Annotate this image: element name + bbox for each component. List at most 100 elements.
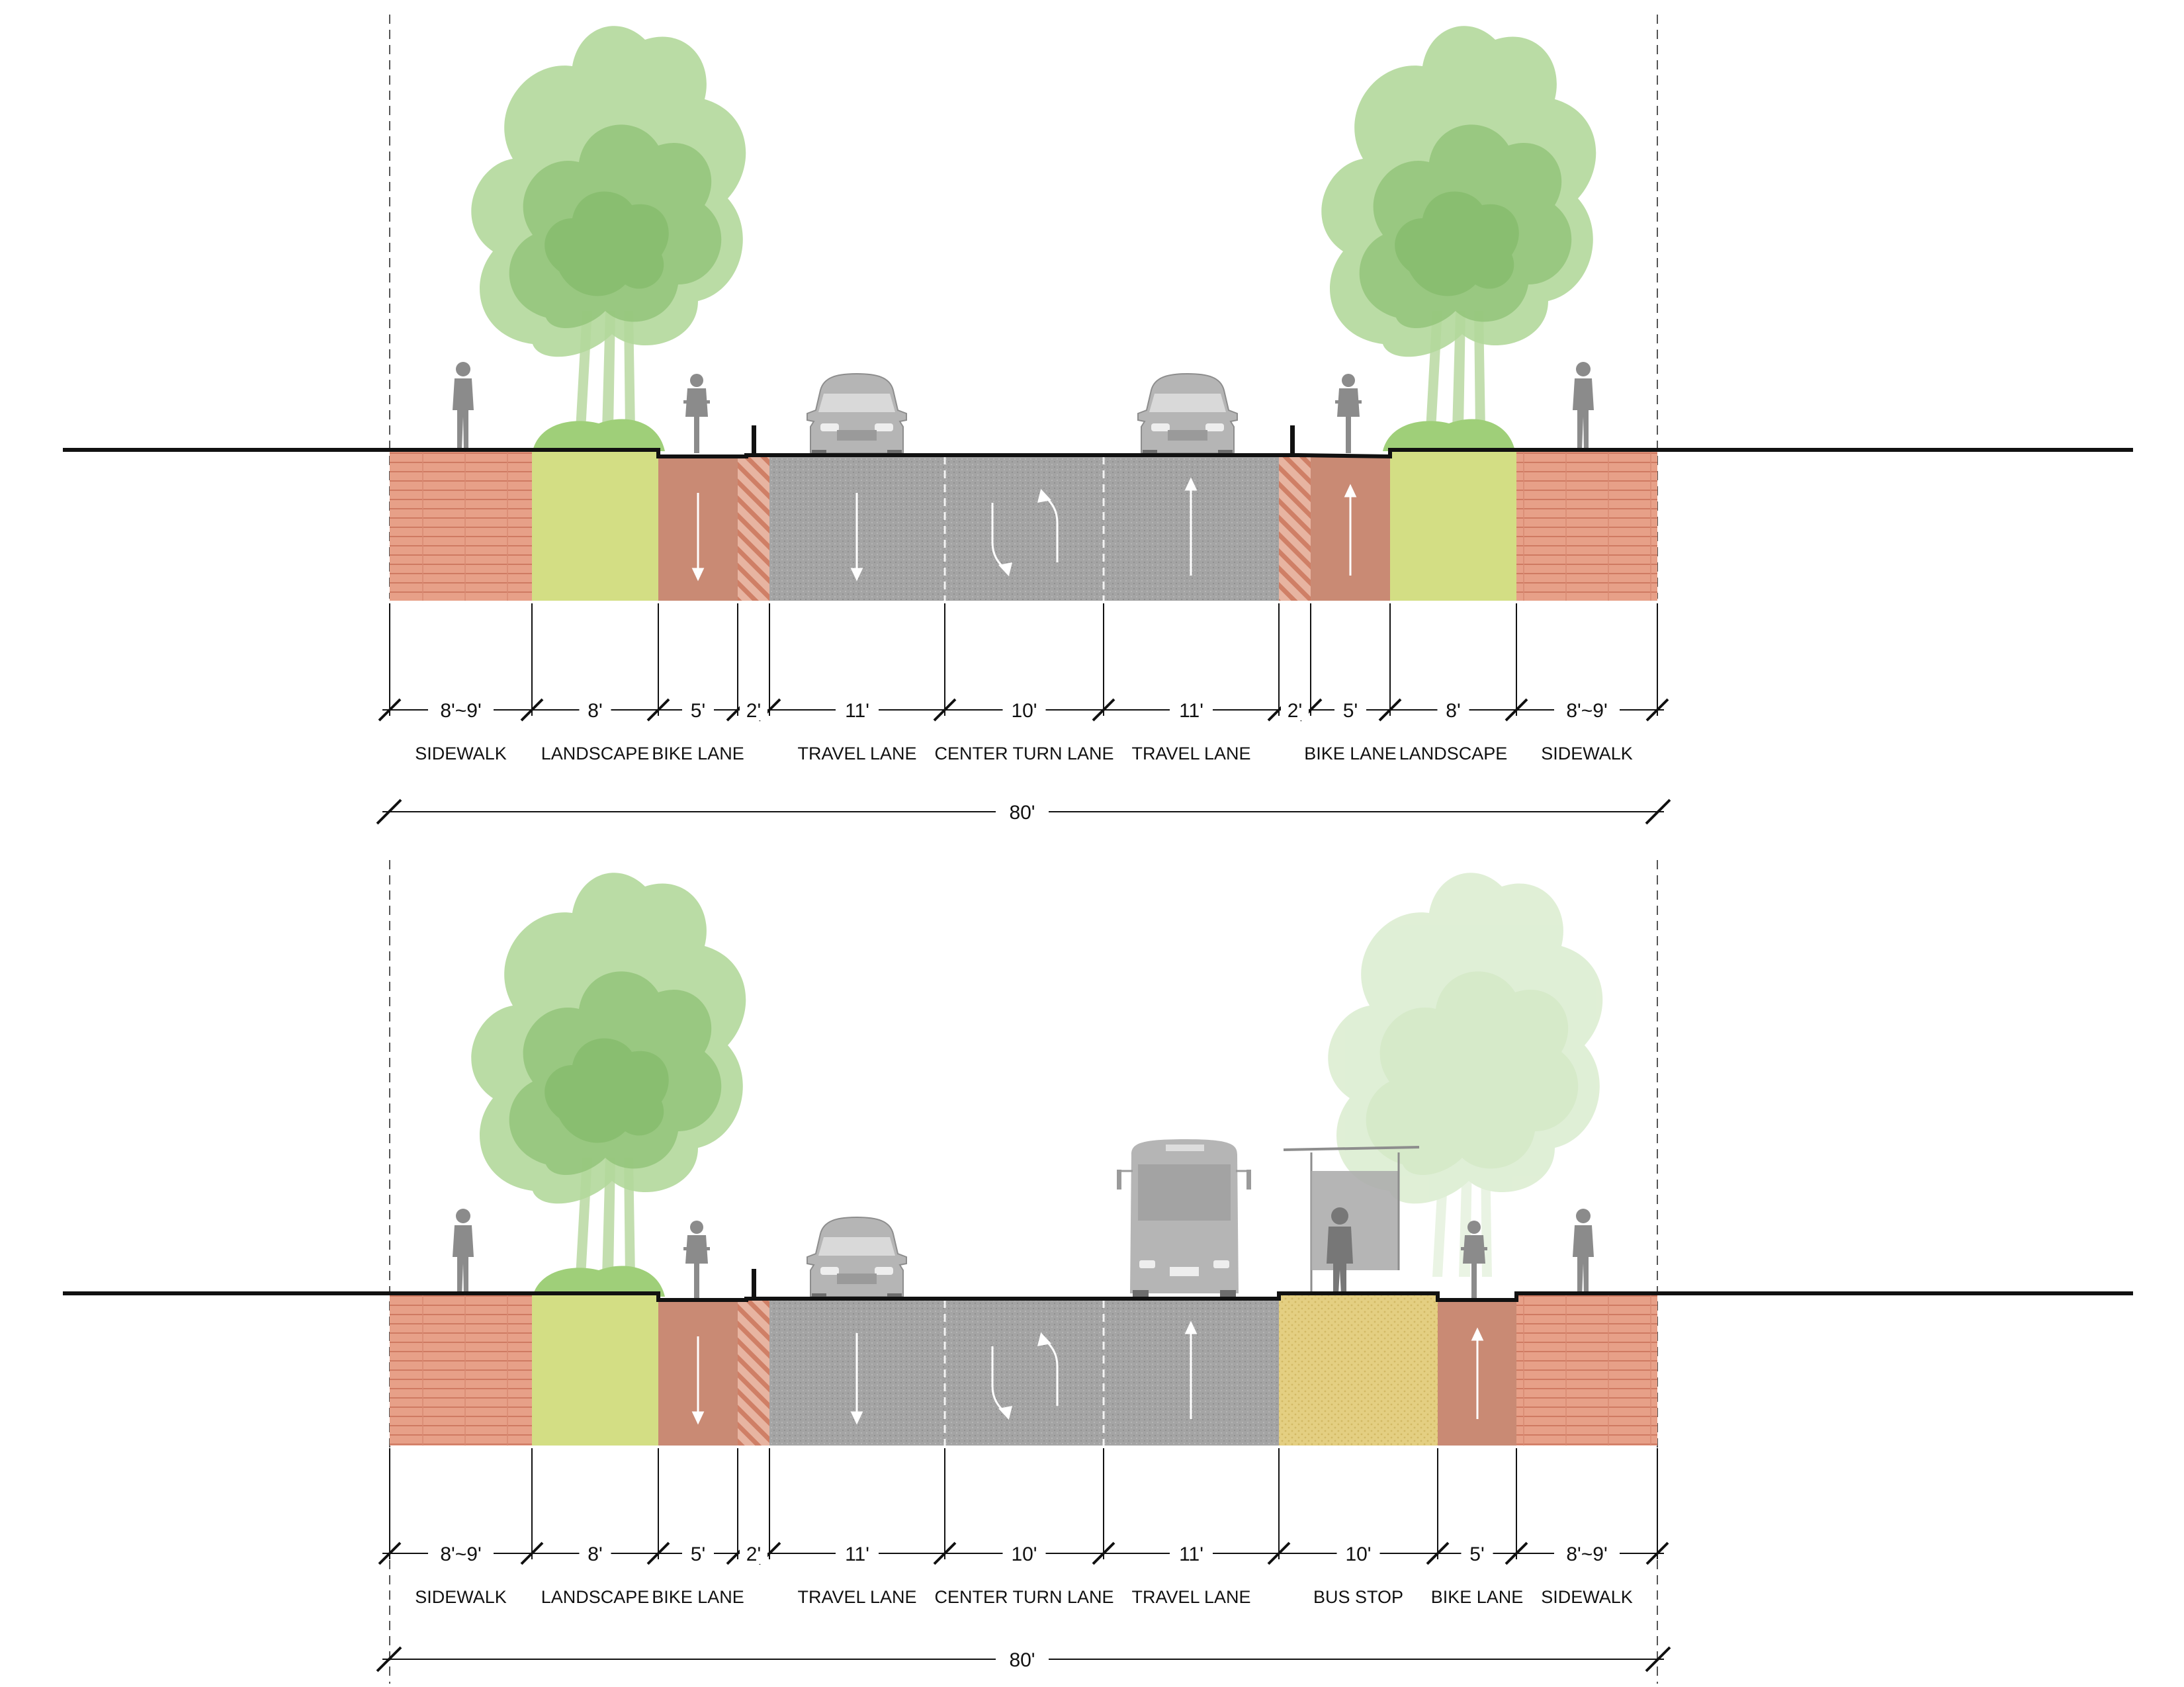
- dimension-label-bg: [1170, 698, 1213, 720]
- segment-width-label: 10': [1011, 1543, 1037, 1565]
- segment-width-label: 8': [588, 1543, 602, 1565]
- turn-arrow-icon: [1037, 488, 1059, 562]
- segment-width-label: 10': [1345, 1543, 1371, 1565]
- segment-width-label: 2': [746, 1543, 761, 1565]
- cyclist-icon: [1461, 1221, 1487, 1300]
- sidewalk-strip: [390, 450, 532, 601]
- lane-arrow-up-icon: [1184, 477, 1198, 576]
- segment-name-label: TRAVEL LANE: [797, 744, 916, 763]
- dimension-label-bg: [579, 1541, 611, 1564]
- landscape-strip: [1390, 450, 1516, 601]
- segment-width-label: 8'~9': [1566, 700, 1607, 722]
- center-turn-lane-strip: [945, 1300, 1104, 1446]
- lane-arrow-up-icon: [1184, 1320, 1198, 1419]
- segment-name-label: BIKE LANE: [1431, 1587, 1524, 1607]
- dimension-label-bg: [682, 1541, 714, 1564]
- segment-name-label: BIKE LANE: [652, 744, 744, 763]
- segment-width-label: 8': [1446, 700, 1460, 722]
- pedestrian-icon: [1573, 1209, 1594, 1295]
- segment-width-label: 8'~9': [1566, 1543, 1607, 1565]
- dimension-label-bg: [836, 698, 879, 720]
- segment-width-label: 5': [691, 1543, 705, 1565]
- total-tick-left: [376, 1646, 402, 1672]
- bollard-icon: [752, 1269, 756, 1299]
- bollard-icon: [752, 425, 756, 455]
- ground-line: [63, 1291, 2133, 1302]
- dimension-labels: 8'~9'8'5'2'11'10'11'2'5'8'8'~9': [428, 698, 1620, 722]
- cyclist-icon: [683, 374, 710, 453]
- segment-width-label: 2': [746, 700, 761, 722]
- dimension-label-bg: [1554, 698, 1620, 720]
- dimension-label-bg: [1336, 1541, 1380, 1564]
- bus-icon: [1117, 1139, 1251, 1299]
- lane-arrow-up-icon: [1471, 1327, 1484, 1419]
- car-icon: [807, 372, 907, 463]
- dimension-label-bg: [682, 698, 714, 720]
- segment-name-label: LANDSCAPE: [1399, 744, 1508, 763]
- car-icon: [807, 1216, 907, 1307]
- sidewalk-strip: [1516, 1293, 1657, 1446]
- ground-line: [63, 448, 2133, 459]
- lane-arrow-down-icon: [850, 1333, 863, 1425]
- segment-name-label: CENTER TURN LANE: [934, 744, 1114, 763]
- segment-name-label: SIDEWALK: [1541, 744, 1633, 763]
- dimension-label-bg: [579, 698, 611, 720]
- dimension-label-bg: [1281, 698, 1309, 720]
- bollard-icon: [1290, 425, 1295, 455]
- car-icon: [1137, 372, 1238, 463]
- lane-arrow-up-icon: [1344, 484, 1357, 576]
- bus-shelter-icon: [1283, 1146, 1420, 1293]
- dimension-label-bg: [1002, 698, 1046, 720]
- bus-stop-strip: [1279, 1293, 1438, 1446]
- sidewalk-strip: [390, 1293, 532, 1446]
- segment-name-label: CENTER TURN LANE: [934, 1587, 1114, 1607]
- segment-width-label: 5': [1343, 700, 1358, 722]
- segment-width-label: 10': [1011, 700, 1037, 722]
- segment-name-label: LANDSCAPE: [541, 1587, 650, 1607]
- dimension-label-bg: [740, 698, 767, 720]
- total-width-label: 80': [1009, 802, 1035, 824]
- landscape-strip: [532, 1293, 658, 1446]
- segment-name-label: TRAVEL LANE: [1131, 744, 1250, 763]
- center-turn-lane-strip: [945, 456, 1104, 601]
- turn-arrow-icon: [1037, 1332, 1059, 1406]
- total-width-label: 80': [1009, 1649, 1035, 1671]
- buffer-strip: [738, 1300, 769, 1446]
- tree-icon: [471, 26, 746, 451]
- segment-name-label: BIKE LANE: [1304, 744, 1397, 763]
- dimension-label-bg: [1170, 1541, 1213, 1564]
- segment-width-label: 5': [1469, 1543, 1484, 1565]
- lane-arrow-down-icon: [850, 493, 863, 582]
- segment-width-label: 8'~9': [440, 700, 481, 722]
- segment-width-label: 5': [691, 700, 705, 722]
- pedestrian-icon: [453, 1209, 474, 1295]
- dimension-label-bg: [428, 1541, 494, 1564]
- segment-name-label: TRAVEL LANE: [1131, 1587, 1250, 1607]
- cyclist-icon: [683, 1221, 710, 1300]
- sidewalk-strip: [1516, 450, 1657, 601]
- turn-arrow-icon: [991, 1346, 1013, 1420]
- lane-arrow-down-icon: [691, 1336, 705, 1425]
- pedestrian-icon: [453, 362, 474, 449]
- total-tick-left: [376, 799, 402, 825]
- cross-section-existing: 8'~9'8'5'2'11'10'11'2'5'8'8'~9' SIDEWALK…: [63, 15, 2133, 825]
- segment-width-label: 11': [845, 700, 869, 722]
- tree-icon: [1321, 26, 1596, 451]
- segment-name-label: LANDSCAPE: [541, 744, 650, 763]
- pedestrian-icon: [1573, 362, 1594, 449]
- dimension-labels: 8'~9'8'5'2'11'10'11'10'5'8'~9': [428, 1541, 1620, 1565]
- cross-section-bus-stop: 8'~9'8'5'2'11'10'11'10'5'8'~9' SIDEWALKL…: [63, 860, 2133, 1684]
- segment-name-label: SIDEWALK: [1541, 1587, 1633, 1607]
- dimension-label-bg: [740, 1541, 767, 1564]
- lane-arrow-down-icon: [691, 493, 705, 582]
- dimension-label-bg: [1554, 1541, 1620, 1564]
- buffer-strip: [738, 456, 769, 601]
- segment-width-label: 11': [845, 1543, 869, 1565]
- tree-icon: [1328, 873, 1603, 1277]
- segment-name-label: BIKE LANE: [652, 1587, 744, 1607]
- dimension-label-bg: [1461, 1541, 1493, 1564]
- tree-icon: [471, 873, 746, 1297]
